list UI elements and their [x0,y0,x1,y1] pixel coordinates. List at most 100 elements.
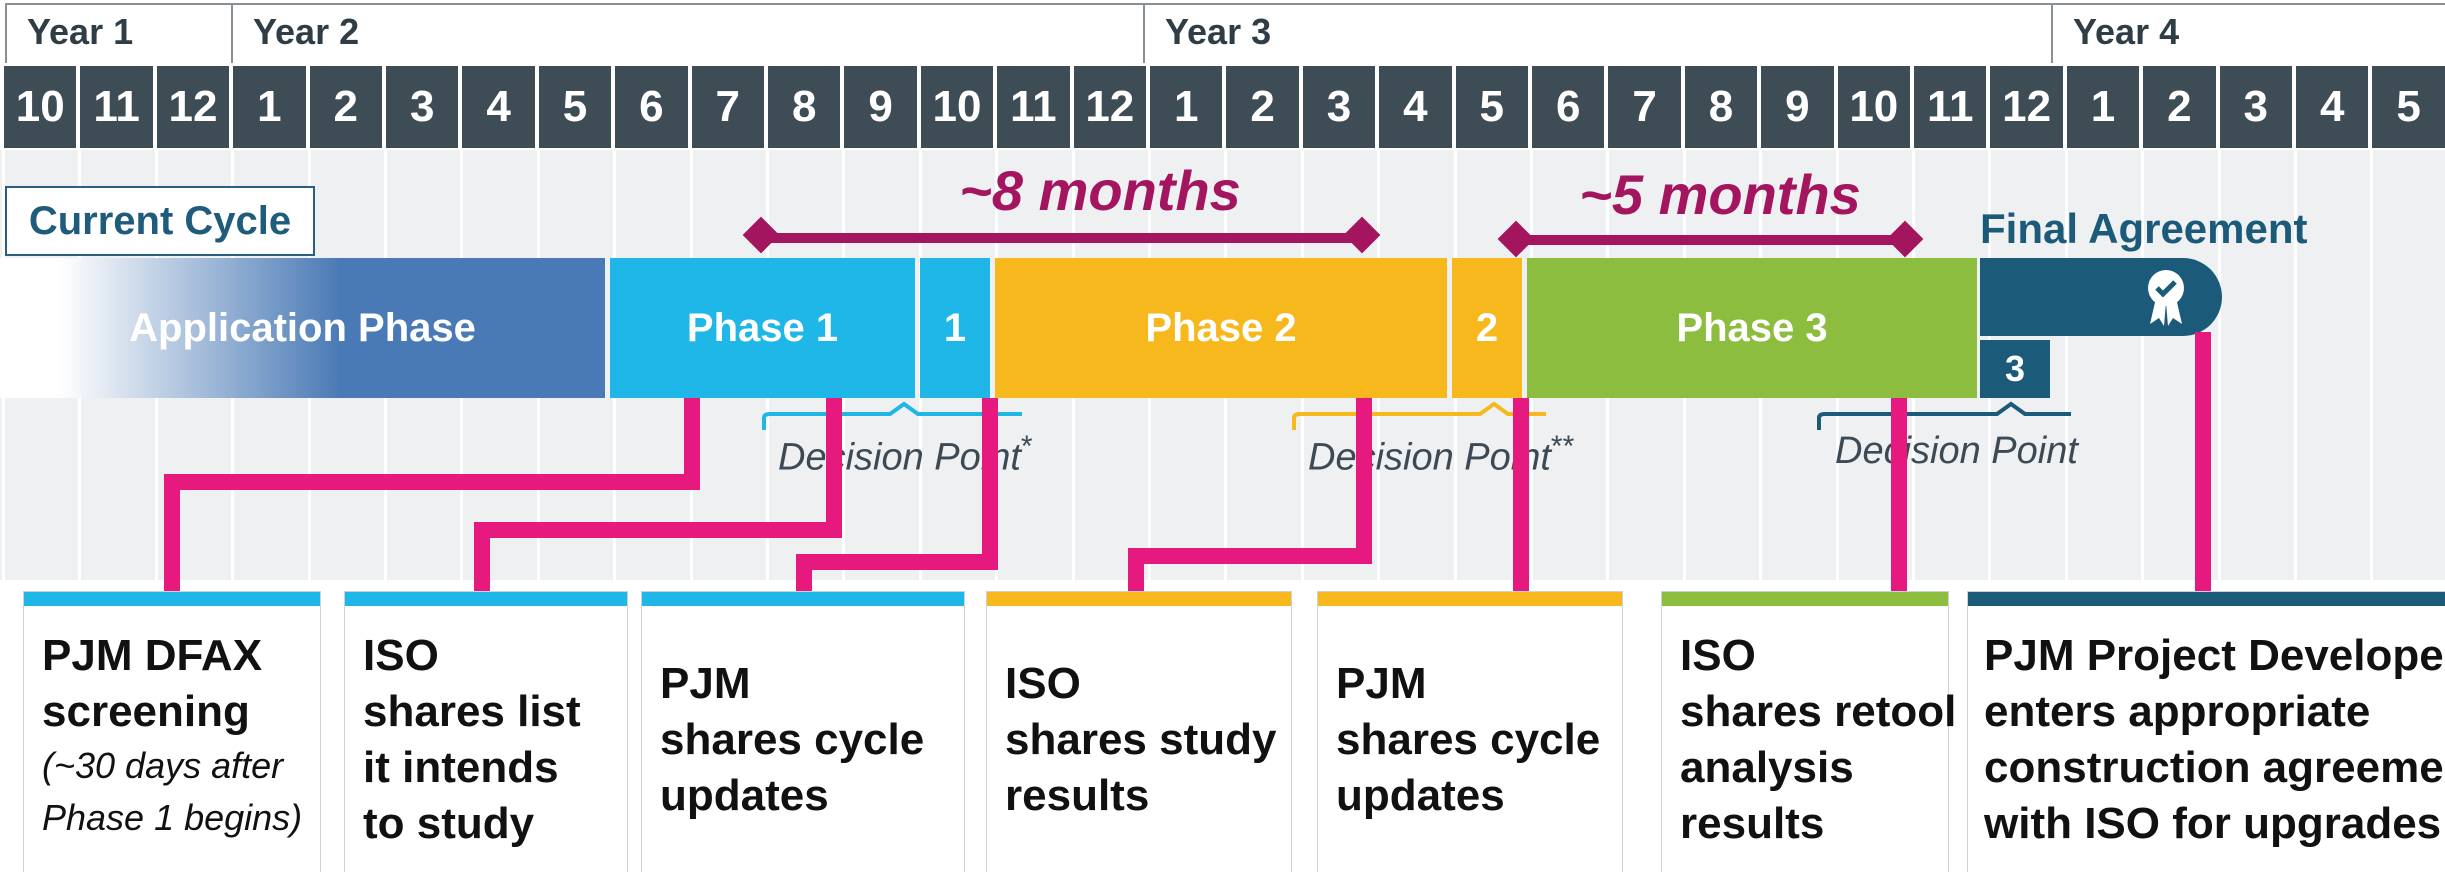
award-ribbon-icon [2136,266,2196,328]
year-4-label: Year 4 [2073,11,2180,52]
month-cell: 4 [1379,66,1452,148]
card-1-line-1: PJM DFAX [42,631,263,680]
application-phase-bar: Application Phase [0,258,605,398]
duration-8-months-label: ~8 months [900,158,1300,223]
card-iso-shares-study-results: ISO shares study results [987,592,1291,872]
application-phase-label: Application Phase [129,306,476,350]
current-cycle-label: Current Cycle [5,186,315,256]
connector-5 [1513,398,1529,594]
year-2-label: Year 2 [253,11,360,52]
decision-window-1-label: 1 [943,306,967,350]
phase-2-bar: Phase 2 [995,258,1447,398]
month-cell: 12 [1990,66,2063,148]
card-1-line-2: screening [42,687,250,736]
phase-3-label: Phase 3 [1676,306,1828,350]
decision-point-1: Decision Point* [778,430,1033,480]
card-6-line-1: ISO [1680,631,1756,680]
month-cell: 5 [538,66,612,148]
connector-3 [796,554,812,594]
decision-window-3: 3 [1980,340,2050,398]
grid-line [2294,150,2297,580]
month-cell: 12 [156,66,230,148]
connector-6 [1891,398,1907,594]
duration-5-months-bar [1515,235,1905,245]
month-cell: 9 [1761,66,1834,148]
month-cell: 9 [844,66,917,148]
year-3-label: Year 3 [1165,11,1272,52]
decision-point-3: Decision Point [1835,430,2078,473]
duration-8-months-text: ~8 months [959,159,1241,222]
month-cell: 3 [386,66,459,148]
month-cell: 3 [2219,66,2292,148]
card-7-line-1: PJM Project Developer [1984,631,2445,680]
card-iso-shares-list: ISO shares list it intends to study [345,592,627,872]
card-3-line-3: updates [660,771,829,820]
duration-5-months-label: ~5 months [1520,162,1920,227]
current-cycle-text: Current Cycle [28,199,292,243]
decision-point-2-label: Decision Point [1308,436,1551,479]
card-7-line-3: construction agreemen [1984,743,2445,792]
month-cell: 1 [1150,66,1223,148]
year-1-label: Year 1 [27,11,134,52]
card-pjm-project-developer-agreement: PJM Project Developer enters appropriate… [1968,592,2445,872]
card-7-line-2: enters appropriate [1984,687,2371,736]
card-4-line-3: results [1005,771,1150,820]
connector-1 [164,474,700,490]
phase-3-bar: Phase 3 [1527,258,1977,398]
card-iso-shares-retool-results: ISO shares retool analysis results [1662,592,1956,872]
connector-3 [796,554,998,570]
connector-4 [1128,548,1372,564]
month-cell: 10 [4,66,77,148]
final-agreement-label: Final Agreement [1980,205,2308,253]
card-4-line-2: shares study [1005,715,1277,764]
card-1-note-1: (~30 days after [42,745,284,786]
card-6-line-3: analysis [1680,743,1854,792]
card-pjm-shares-cycle-updates-2: PJM shares cycle updates [1318,592,1622,872]
decision-point-brace-1 [762,401,1022,430]
month-cell: 7 [691,66,764,148]
decision-window-2: 2 [1452,258,1522,398]
decision-point-2-mark: ** [1550,430,1575,463]
card-7-line-4: with ISO for upgrades [1984,799,2442,848]
month-cell: 7 [1608,66,1681,148]
duration-5-months-text: ~5 months [1579,163,1861,226]
month-cell: 10 [1837,66,1910,148]
month-cell: 4 [2296,66,2369,148]
decision-window-3-label: 3 [2004,348,2026,389]
grid-line [2217,150,2221,580]
month-cell: 6 [1532,66,1605,148]
duration-8-months-bar [760,233,1360,243]
card-pjm-dfax-screening: PJM DFAX screening (~30 days after Phase… [24,592,320,872]
card-3-line-2: shares cycle [660,715,925,764]
month-cell: 2 [1226,66,1299,148]
connector-2 [474,522,842,538]
month-cell: 11 [997,66,1070,148]
card-2-line-4: to study [363,799,535,848]
connector-7 [2195,332,2211,594]
connector-4 [1356,398,1372,564]
grid-line [2064,150,2068,580]
card-5-line-3: updates [1336,771,1505,820]
month-cell: 8 [768,66,841,148]
card-5-line-1: PJM [1336,659,1427,708]
connector-1 [164,474,180,594]
connector-2 [826,398,842,538]
card-5-line-2: shares cycle [1336,715,1601,764]
month-cell: 3 [1302,66,1376,148]
decision-point-3-label: Decision Point [1835,430,2078,472]
connector-2 [474,522,490,594]
card-4-line-1: ISO [1005,659,1081,708]
month-cell: 12 [1073,66,1146,148]
year-4-header: Year 4 [2051,3,2445,63]
decision-point-brace-3 [1817,401,2071,430]
month-cell: 1 [2066,66,2140,148]
decision-point-2: Decision Point** [1308,430,1574,480]
card-3-line-1: PJM [660,659,751,708]
card-1-note-2: Phase 1 begins) [42,797,303,838]
month-cell: 5 [1455,66,1528,148]
year-2-header: Year 2 [231,3,1145,63]
year-3-header: Year 3 [1143,3,2053,63]
grid-line [2370,150,2374,580]
year-1-header: Year 1 [5,3,233,63]
decision-window-1: 1 [920,258,990,398]
